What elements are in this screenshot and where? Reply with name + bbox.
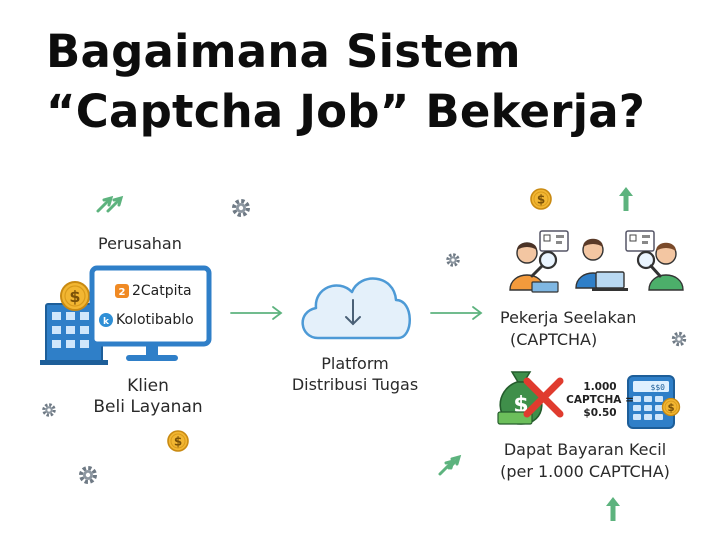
payment-rate-line-3: $0.50 [583,407,617,419]
payment-label: Dapat Bayaran Kecil (per 1.000 CAPTCHA) [490,439,680,483]
gear-icon [42,403,56,417]
service-logo-kolotibablo-icon: k [99,313,113,327]
client-label-line-2: Beli Layanan [93,397,203,417]
flow-arrow-client-to-platform [230,306,283,320]
svg-text:$: $ [69,287,80,306]
worker-at-laptop-icon [575,238,628,291]
coin-icon [661,397,681,417]
payment-rate-text: 1.000 CAPTCHA = $0.50 [560,381,640,420]
worker-with-magnifier-icon [509,230,569,293]
page-title: Bagaimana Sistem “Captcha Job” Bekerja? [46,22,645,142]
client-label: Klien Beli Layanan [88,376,208,418]
coin-icon [530,188,552,210]
gear-icon [446,253,460,267]
gear-icon [79,466,97,484]
workers-label-line-2: (CAPTCHA) [510,330,598,349]
payment-rate-line-1: 1.000 [583,381,617,393]
workers-label: Pekerja Seelakan (CAPTCHA) [500,307,636,351]
diagonal-arrows-icon [96,195,124,213]
cloud-icon [301,277,411,340]
gear-icon [671,331,687,347]
service-logo-2catpita-icon: 2 [115,284,129,298]
cross-mark-icon [523,377,564,418]
worker-with-magnifier-icon [625,230,684,291]
title-line-2: “Captcha Job” Bekerja? [46,85,646,138]
payment-rate-line-2: CAPTCHA = [566,394,634,406]
up-arrow-icon [606,497,620,521]
platform-label-line-1: Platform [321,354,389,373]
calculator-icon: $$0 [627,375,675,429]
service-name-2catpita: 2Catpita [132,283,192,299]
svg-text:k: k [103,317,110,327]
platform-label-line-2: Distribusi Tugas [291,375,419,394]
svg-text:$$0: $$0 [651,383,666,392]
svg-text:2: 2 [119,287,126,298]
payment-label-line-1: Dapat Bayaran Kecil [503,440,667,459]
up-arrow-icon [619,187,633,211]
diagonal-arrows-icon [438,454,462,476]
platform-label: Platform Distribusi Tugas [280,353,430,395]
flow-arrow-platform-to-workers [430,306,483,320]
coin-icon: $ [60,281,90,311]
payment-label-line-2: (per 1.000 CAPTCHA) [500,462,670,481]
gear-icon [232,199,250,217]
client-label-line-1: Klien [127,376,169,396]
coin-icon [167,430,189,452]
company-label: Perusahan [98,234,182,253]
title-line-1: Bagaimana Sistem [46,25,521,78]
service-name-kolotibablo: Kolotibablo [116,312,194,328]
money-bag-icon: $ [497,371,543,425]
workers-label-line-1: Pekerja Seelakan [500,308,637,327]
